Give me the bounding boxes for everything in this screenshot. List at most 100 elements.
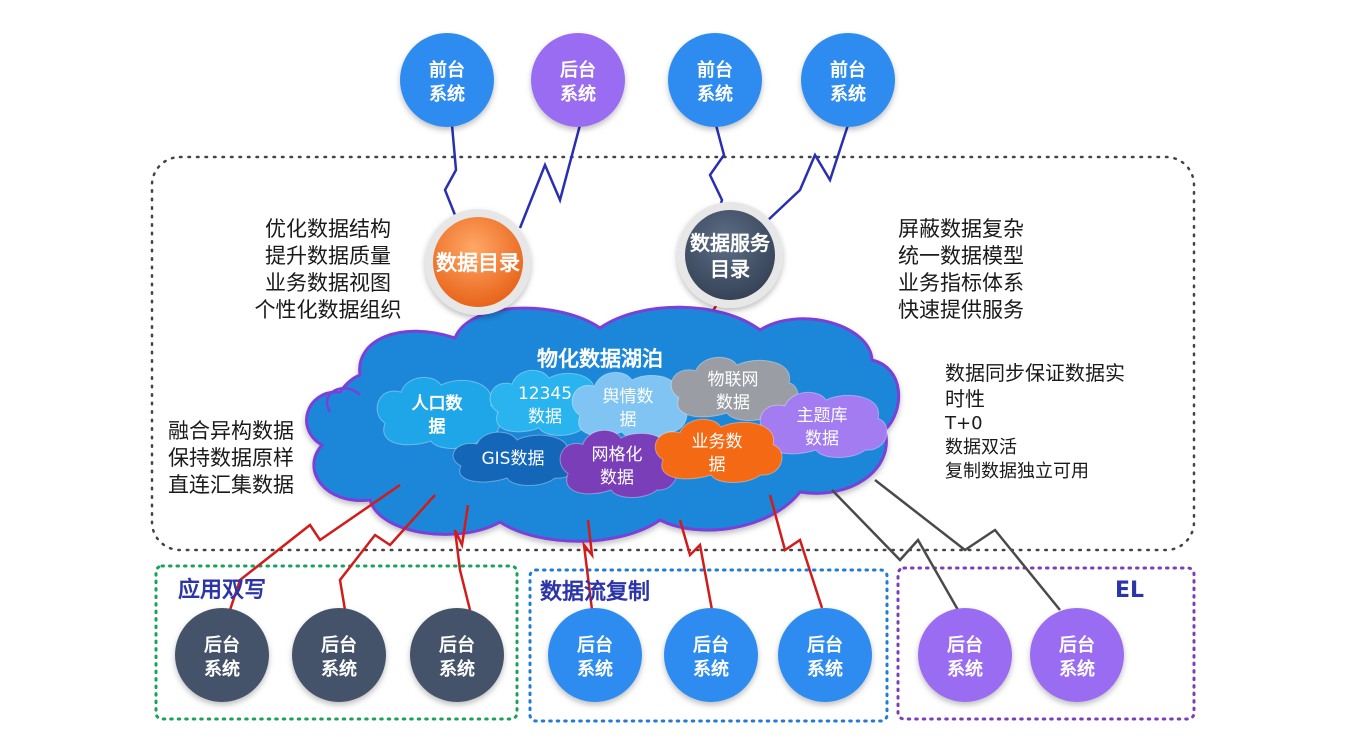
el-links (831, 479, 1061, 611)
lake-boundary (150, 155, 1196, 552)
bottom-system-node-line2: 系统 (807, 658, 843, 680)
bottom-system-node-circle (664, 608, 758, 702)
cloud-shape (654, 418, 783, 483)
cloud-label-line2: 据 (620, 410, 637, 430)
inner-clouds: 人口数据12345数据舆情数据物联网数据主题库数据GIS数据网格化数据业务数据 (376, 356, 888, 498)
group-label-dual-write: 应用双写 (178, 577, 266, 603)
right-top-line: 快速提供服务 (898, 298, 1024, 322)
right-top-line: 业务指标体系 (898, 271, 1024, 295)
cloud-label-line2: 据 (709, 455, 726, 475)
left-mid-line: 保持数据原样 (168, 446, 294, 470)
catalog-node[interactable]: 数据目录 (425, 209, 531, 315)
bottom-system-node-circle (410, 608, 504, 702)
top-system-node-circle (531, 33, 625, 127)
cloud-label-line1: 主题库 (797, 406, 848, 426)
sync-line: 数据同步保证数据实 (945, 361, 1125, 385)
group-label-el: EL (1115, 578, 1144, 603)
cloud-label-line2: 数据 (528, 407, 562, 427)
bottom-system-node-line1: 后台 (807, 634, 843, 656)
cloud-label-line1: 业务数 (692, 432, 743, 452)
group-box-dual-write (154, 564, 519, 721)
top-system-node-line1: 前台 (429, 59, 465, 81)
top-system-node-line2: 系统 (560, 83, 596, 105)
right-top-line: 统一数据模型 (898, 244, 1024, 268)
left-top-line: 优化数据结构 (265, 217, 391, 241)
cloud-label-line1: 12345 (518, 384, 572, 404)
left-top-line: 业务数据视图 (265, 271, 391, 295)
cloud-shape (759, 391, 888, 458)
bottom-system-node-line1: 后台 (577, 634, 613, 656)
top-system-node-line1: 后台 (560, 59, 596, 81)
left-top-line: 个性化数据组织 (254, 298, 402, 322)
bottom-system-node-line1: 后台 (947, 634, 983, 656)
right-top-line: 屏蔽数据复杂 (898, 217, 1024, 241)
top-system-node-line2: 系统 (429, 83, 465, 105)
bottom-system-node-line2: 系统 (577, 658, 613, 680)
cloud-label-line1: 物联网 (708, 370, 759, 390)
bottom-system-node-circle (548, 608, 642, 702)
data-source-cloud[interactable]: 业务数据 (654, 418, 783, 483)
data-source-cloud[interactable]: GIS数据 (452, 431, 577, 486)
lake-swirl (325, 387, 361, 413)
sync-line: T+0 (945, 413, 983, 434)
top-system-node-circle (668, 33, 762, 127)
top-system-node-circle (400, 33, 494, 127)
bottom-system-node-line2: 系统 (947, 658, 983, 680)
top-connectors (443, 124, 850, 229)
sync-line: 复制数据独立可用 (945, 461, 1089, 482)
bottom-system-node-line2: 系统 (693, 658, 729, 680)
cloud-label-line2: 数据 (805, 429, 839, 449)
cloud-label-line1: 舆情数 (603, 387, 654, 407)
top-system-node-line2: 系统 (697, 83, 733, 105)
bottom-system-node-line2: 系统 (204, 658, 240, 680)
left-mid-text: 融合异构数据 保持数据原样 直连汇集数据 (168, 418, 318, 499)
left-mid-line: 直连汇集数据 (168, 473, 294, 497)
top-system-node-line1: 前台 (697, 59, 733, 81)
top-system-node-circle (801, 33, 895, 127)
cloud-shape (571, 371, 688, 440)
bottom-system-node-line1: 后台 (439, 634, 475, 656)
bottom-system-node-line1: 后台 (1059, 634, 1095, 656)
sync-line: 数据双活 (945, 437, 1017, 458)
bottom-system-node-line1: 后台 (204, 634, 240, 656)
group-box-el (896, 566, 1196, 721)
bottom-system-node-line2: 系统 (1059, 658, 1095, 680)
cloud-label-line1: GIS数据 (482, 449, 545, 469)
cloud-label-line1: 人口数 (412, 393, 464, 414)
group-label-stream-copy: 数据流复制 (540, 579, 650, 605)
left-top-line: 提升数据质量 (265, 244, 391, 268)
sync-line: 时性 (945, 387, 985, 411)
bottom-system-node-line1: 后台 (693, 634, 729, 656)
right-top-text: 屏蔽数据复杂 统一数据模型 业务指标体系 快速提供服务 (898, 216, 1068, 324)
bottom-red-links (228, 483, 824, 611)
left-top-text: 优化数据结构 提升数据质量 业务数据视图 个性化数据组织 (238, 216, 418, 324)
bottom-system-node-line1: 后台 (321, 634, 357, 656)
service-catalog-node[interactable]: 数据服务 目录 (677, 202, 783, 308)
cloud-label-line2: 数据 (716, 393, 750, 413)
bottom-system-node-circle (778, 608, 872, 702)
left-mid-line: 融合异构数据 (168, 419, 294, 443)
top-system-node-line1: 前台 (830, 59, 866, 81)
cloud-shape (670, 356, 799, 421)
service-catalog-line2: 目录 (710, 257, 750, 281)
